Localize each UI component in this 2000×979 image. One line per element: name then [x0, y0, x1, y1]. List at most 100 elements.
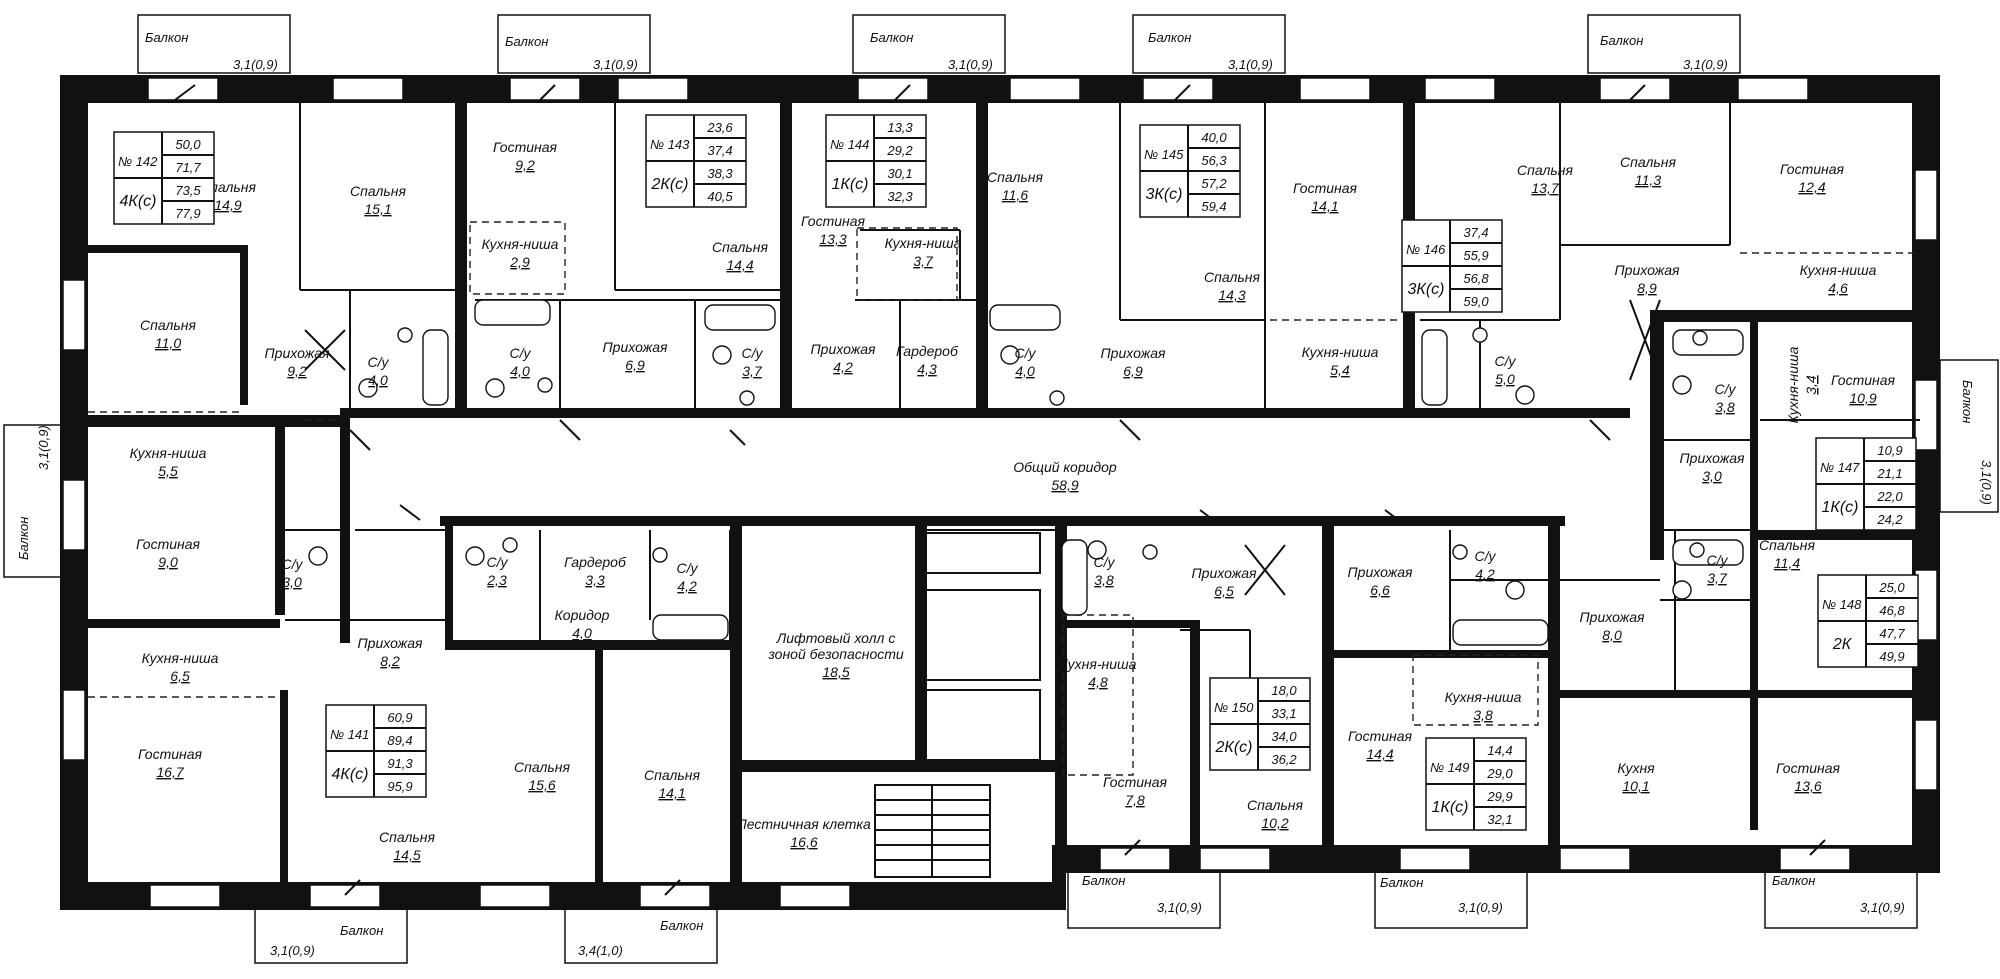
room-name: Спальня — [1204, 269, 1260, 285]
apartment-area-value: 22,0 — [1876, 489, 1903, 504]
room-name: С/у — [1715, 381, 1737, 397]
room-name: Кухня-ниша — [130, 445, 207, 461]
room-label: С/у3,7 — [1707, 552, 1729, 586]
room-name: Спальня — [987, 169, 1043, 185]
balcony-area: 3,1(0,9) — [1979, 460, 1994, 505]
room-name: С/у — [368, 354, 390, 370]
apartment-area-value: 23,6 — [706, 120, 733, 135]
balcony-name: Балкон — [1148, 30, 1191, 45]
apartment-area-value: 57,2 — [1201, 176, 1227, 191]
apartment-area-value: 21,1 — [1876, 466, 1902, 481]
apartment-area-value: 77,9 — [175, 206, 200, 221]
apartment-type: 3К(с) — [1146, 186, 1183, 203]
balcony-area: 3,1(0,9) — [1157, 900, 1202, 915]
room-area: 4,6 — [1828, 280, 1848, 296]
room-name: Спальня — [1620, 154, 1676, 170]
room-name: Спальня — [712, 239, 768, 255]
room-name: С/у — [742, 345, 764, 361]
apartment-area-value: 33,1 — [1271, 706, 1296, 721]
apartment-area-value: 56,3 — [1201, 153, 1227, 168]
apartment-type: 1К(с) — [1822, 499, 1859, 516]
apartment-number: № 145 — [1144, 147, 1184, 162]
balcony-name: Балкон — [1960, 380, 1975, 423]
room-name: Гостиная — [493, 139, 558, 155]
room-label: С/у4,0 — [1015, 345, 1037, 379]
room-name: Кухня-ниша — [1302, 344, 1379, 360]
room-label: С/у3,0 — [282, 556, 304, 590]
room-area: 6,9 — [1123, 363, 1143, 379]
apartment-area-value: 95,9 — [387, 779, 412, 794]
room-area: 4,2 — [677, 578, 697, 594]
room-name: Гостиная — [136, 536, 201, 552]
apartment-area-value: 30,1 — [887, 166, 912, 181]
dashed-zones — [88, 221, 1920, 776]
apartment-type: 2К(с) — [651, 176, 689, 193]
room-area: 3,8 — [1715, 399, 1735, 415]
room-name: Спальня — [140, 317, 196, 333]
room-name: Прихожая — [1192, 565, 1257, 581]
room-area: 7,8 — [1125, 792, 1145, 808]
partitions — [88, 100, 1920, 770]
room-name: Кухня-ниша — [885, 235, 962, 251]
room-area: 5,4 — [1330, 362, 1350, 378]
room-name: С/у — [1495, 353, 1517, 369]
room-area: 6,6 — [1370, 582, 1390, 598]
apartment-area-value: 46,8 — [1879, 603, 1905, 618]
room-area: 3,8 — [1473, 707, 1493, 723]
room-area: 10,1 — [1622, 778, 1649, 794]
apartment-area-value: 32,3 — [887, 189, 913, 204]
apartment-number: № 149 — [1430, 760, 1469, 775]
room-area: 8,2 — [380, 653, 400, 669]
balcony-name: Балкон — [340, 923, 383, 938]
room-label: С/у3,8 — [1094, 554, 1116, 588]
room-label: С/у 4,0 — [368, 354, 390, 388]
room-area: 11,6 — [1002, 187, 1028, 203]
room-name: Спальня — [1517, 162, 1573, 178]
balcony-area: 3,1(0,9) — [1458, 900, 1503, 915]
room-area: 8,0 — [1602, 627, 1622, 643]
room-area: 14,9 — [214, 197, 241, 213]
room-area: 6,9 — [625, 357, 645, 373]
room-name: Прихожая — [811, 341, 876, 357]
windows — [62, 77, 1938, 908]
room-area: 11,0 — [155, 335, 181, 351]
room-area: 13,7 — [1531, 180, 1559, 196]
room-area: 4,0 — [368, 372, 388, 388]
room-area: 3,4 — [1803, 375, 1819, 395]
room-name: С/у — [1094, 554, 1116, 570]
room-name: С/у — [510, 345, 532, 361]
room-area: 2,3 — [486, 572, 507, 588]
room-area: 5,0 — [1495, 371, 1515, 387]
room-name: зоной безопасности — [767, 646, 904, 662]
apartment-area-value: 13,3 — [887, 120, 913, 135]
room-name: Гостиная — [1293, 180, 1358, 196]
room-area: 16,7 — [156, 764, 184, 780]
apartment-number: № 150 — [1214, 700, 1254, 715]
balcony-name: Балкон — [1380, 875, 1423, 890]
apartment-area-value: 38,3 — [707, 166, 733, 181]
apartment-area-value: 24,2 — [1876, 512, 1903, 527]
room-name: Прихожая — [1580, 609, 1645, 625]
room-area: 4,0 — [1015, 363, 1035, 379]
balcony-area: 3,1(0,9) — [593, 57, 638, 72]
apartment-type: 4К(с) — [332, 766, 369, 783]
room-area: 11,4 — [1774, 555, 1800, 571]
